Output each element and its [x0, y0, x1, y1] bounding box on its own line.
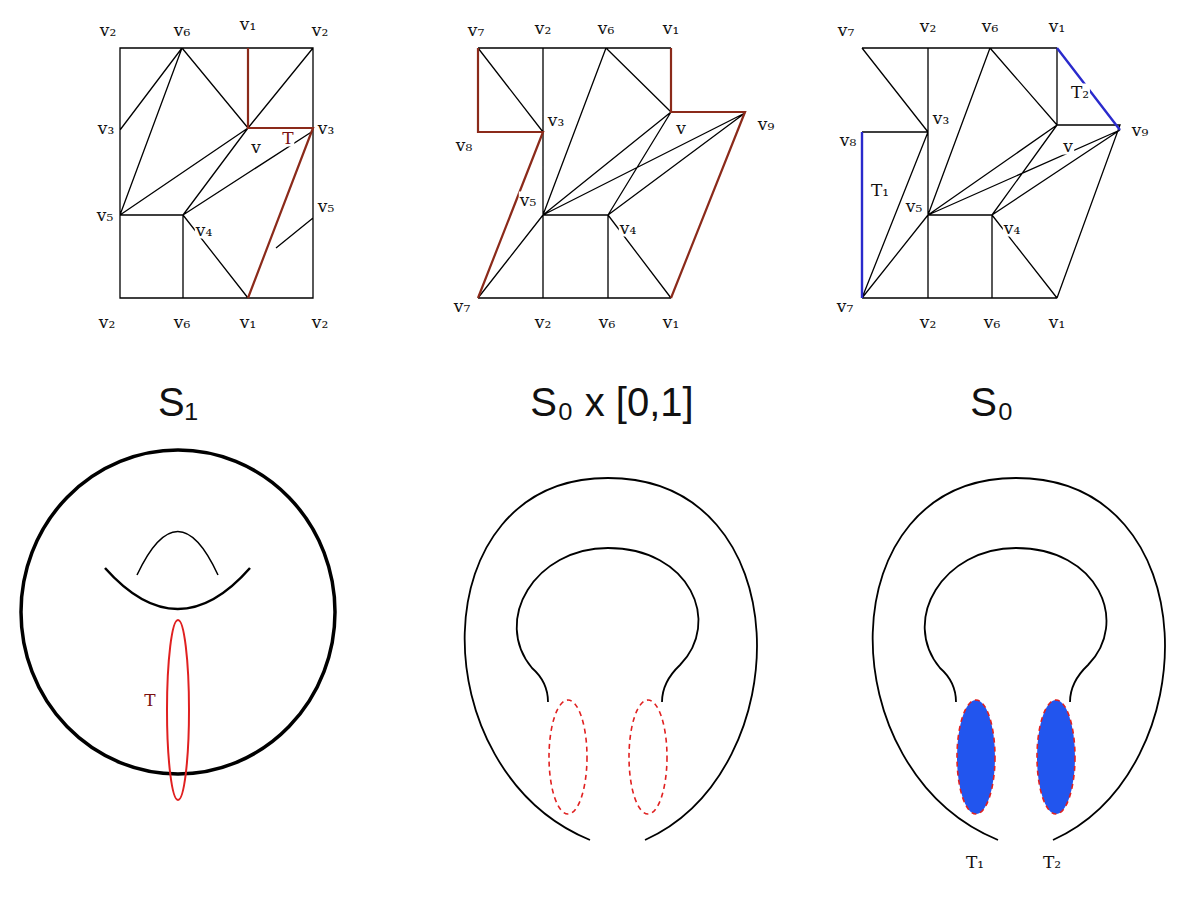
capping-disks	[957, 700, 1075, 814]
torus-s1	[137, 532, 218, 576]
panel-title: S₀ x [0,1]	[529, 382, 694, 422]
vertex-label: v₅	[317, 198, 335, 215]
vertex-label: v₃	[317, 120, 335, 137]
vertex-label: v	[250, 139, 262, 156]
cut-torus	[517, 548, 699, 702]
vertex-label: v₉	[757, 116, 775, 133]
vertex-label: T₂	[1070, 84, 1090, 101]
vertex-label: T₁	[965, 854, 985, 871]
vertex-label: v₃	[547, 112, 565, 129]
vertex-label: v₇	[837, 22, 855, 39]
vertex-label: v₂	[919, 314, 937, 331]
vertex-label: v₇	[836, 298, 854, 315]
vertex-label: v₂	[919, 18, 937, 35]
vertex-label: v₆	[981, 18, 999, 35]
vertex-label: v₈	[455, 137, 473, 154]
vertex-label: v₁	[662, 314, 680, 331]
cut-torus	[465, 478, 757, 840]
vertex-label: v	[675, 120, 687, 137]
torus-s1	[21, 450, 335, 774]
vertex-label: v₆	[597, 20, 615, 37]
triangulation-s0	[862, 48, 1120, 298]
capped-torus	[873, 478, 1165, 840]
torus-s1	[21, 450, 335, 774]
cut-circles	[549, 700, 587, 814]
vertex-label: v₃	[932, 110, 950, 127]
cut-torus	[465, 478, 757, 840]
vertex-label: v₆	[173, 22, 191, 39]
capping-edges	[862, 48, 1120, 298]
triangulation-cut	[478, 48, 745, 298]
vertex-label: v₇	[467, 22, 485, 39]
vertex-label: T₁	[870, 182, 890, 199]
cut-circles	[549, 700, 667, 814]
panel-title: S₀	[969, 382, 1014, 422]
vertex-label: v₁	[239, 314, 257, 331]
triangulation-s0	[862, 48, 1120, 298]
capping-disks	[957, 700, 995, 814]
vertex-label: v₇	[453, 298, 471, 315]
vertex-label: v	[1062, 138, 1074, 155]
cut-boundary	[478, 48, 745, 298]
capped-torus	[925, 548, 1107, 702]
triangulation-s1	[120, 48, 313, 298]
vertex-label: v₁	[662, 20, 680, 37]
vertex-label: v₆	[173, 314, 191, 331]
vertex-label: v₃	[97, 120, 115, 137]
vertex-label: v₂	[534, 20, 552, 37]
vertex-label: v₂	[311, 314, 329, 331]
torus-s1	[105, 568, 250, 609]
vertex-label: v₂	[98, 314, 116, 331]
vertex-label: v₄	[195, 222, 213, 239]
triangulation-s1	[120, 48, 313, 298]
vertex-label: v₂	[534, 314, 552, 331]
vertex-label: v₅	[96, 207, 114, 224]
cut-circles	[629, 700, 667, 814]
vertex-label: v₆	[598, 314, 616, 331]
vertex-label: v₆	[983, 314, 1001, 331]
vertex-label: v₅	[905, 198, 923, 215]
vertex-label: T	[143, 692, 156, 709]
vertex-label: v₄	[1003, 220, 1021, 237]
capped-torus	[873, 478, 1165, 840]
vertex-label: v₁	[239, 16, 257, 33]
vertex-label: v₂	[311, 22, 329, 39]
vertex-label: v₄	[619, 220, 637, 237]
capping-disks	[1037, 700, 1075, 814]
curve-t	[248, 48, 313, 298]
vertex-label: T₂	[1042, 854, 1062, 871]
vertex-label: v₅	[519, 192, 537, 209]
vertex-label: v₉	[1131, 122, 1149, 139]
vertex-label: T	[281, 130, 294, 147]
vertex-label: v₈	[839, 132, 857, 149]
triangulation-cut	[478, 48, 745, 298]
vertex-label: v₂	[99, 22, 117, 39]
curve-t-loop	[167, 620, 189, 800]
vertex-label: v₁	[1048, 314, 1066, 331]
vertex-label: v₁	[1048, 18, 1066, 35]
panel-title: S₁	[157, 382, 199, 422]
